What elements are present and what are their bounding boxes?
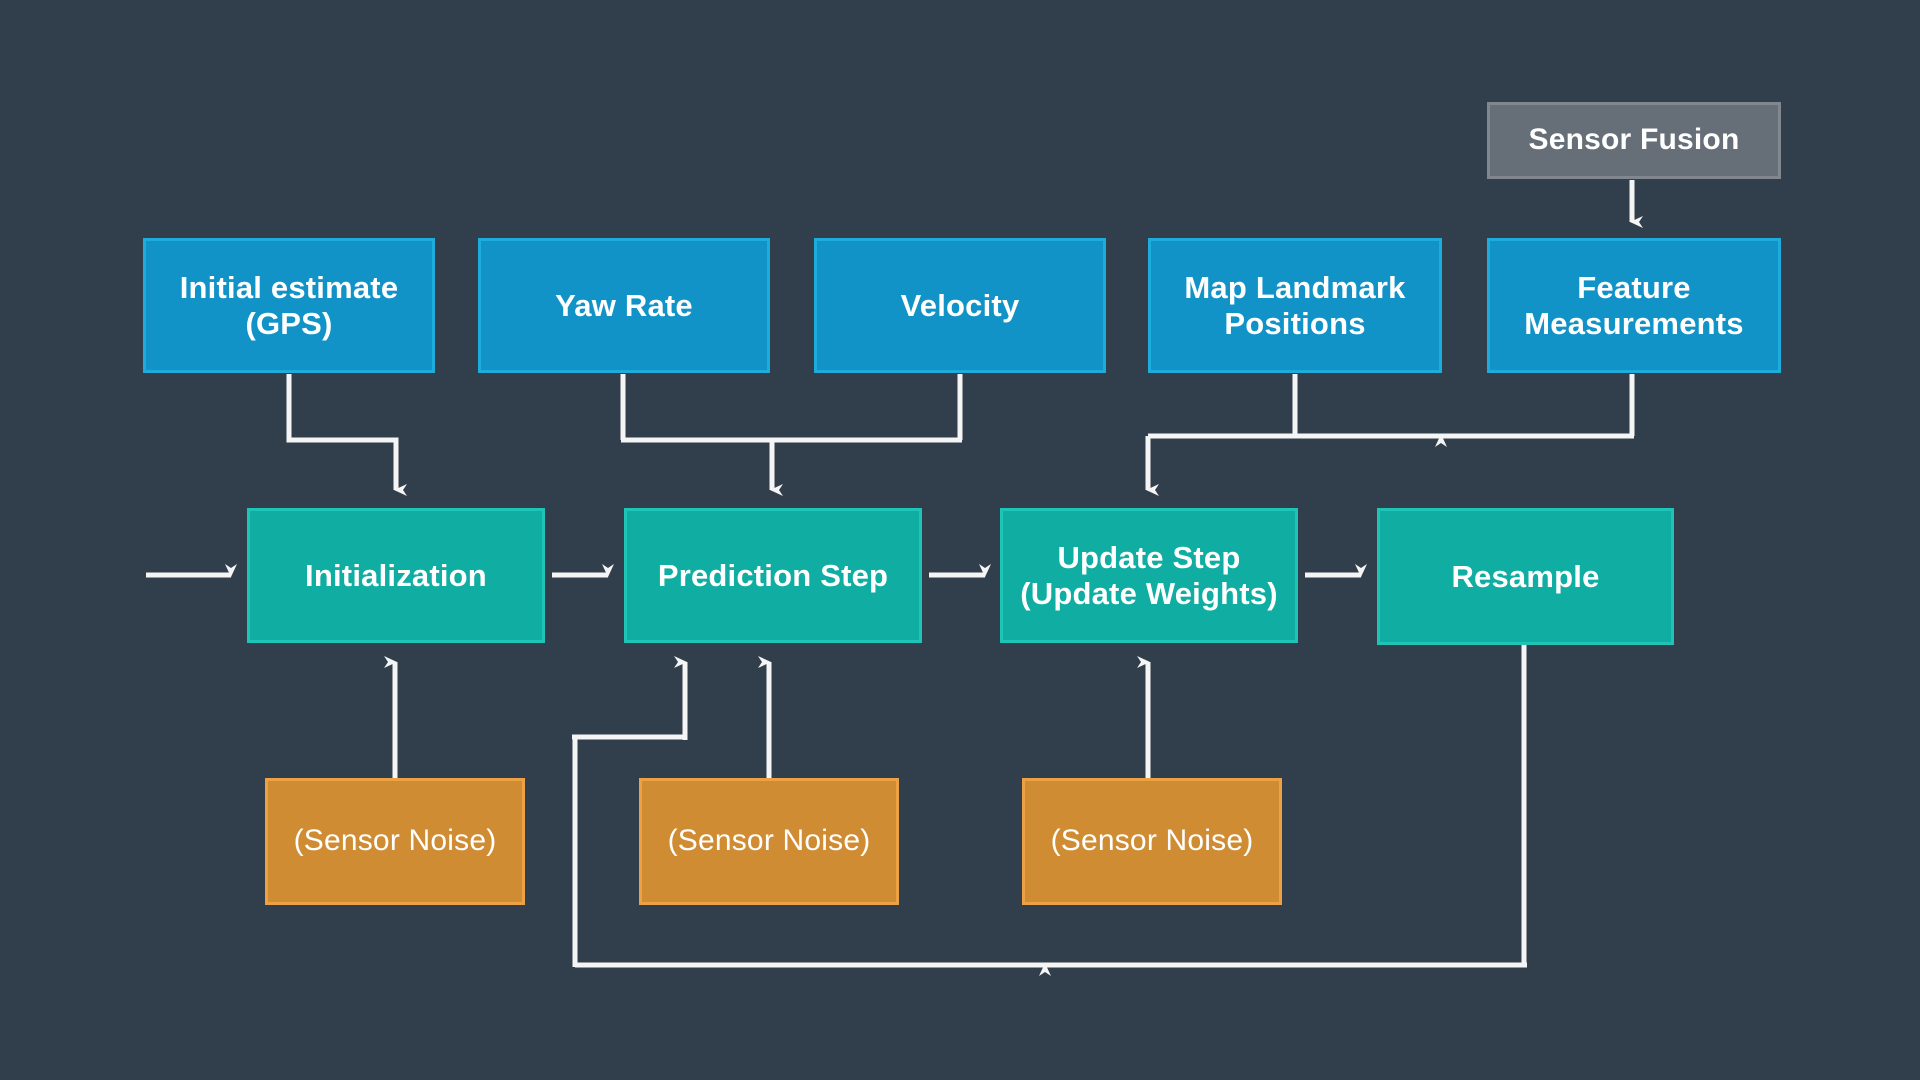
node-sensor-noise-update[interactable]: (Sensor Noise) — [1022, 778, 1282, 905]
node-sensor-noise-initialization[interactable]: (Sensor Noise) — [265, 778, 525, 905]
node-prediction-step[interactable]: Prediction Step — [624, 508, 922, 643]
node-yaw-rate[interactable]: Yaw Rate — [478, 238, 770, 373]
node-initial-estimate-gps[interactable]: Initial estimate (GPS) — [143, 238, 435, 373]
edge-gps-to-initialization — [286, 374, 407, 496]
node-velocity[interactable]: Velocity — [814, 238, 1106, 373]
node-sensor-fusion[interactable]: Sensor Fusion — [1487, 102, 1781, 179]
node-initialization[interactable]: Initialization — [247, 508, 545, 643]
node-map-landmark-positions[interactable]: Map Landmark Positions — [1148, 238, 1442, 373]
node-resample[interactable]: Resample — [1377, 508, 1674, 645]
node-update-step[interactable]: Update Step (Update Weights) — [1000, 508, 1298, 643]
node-sensor-noise-prediction[interactable]: (Sensor Noise) — [639, 778, 899, 905]
node-feature-measurements[interactable]: Feature Measurements — [1487, 238, 1781, 373]
